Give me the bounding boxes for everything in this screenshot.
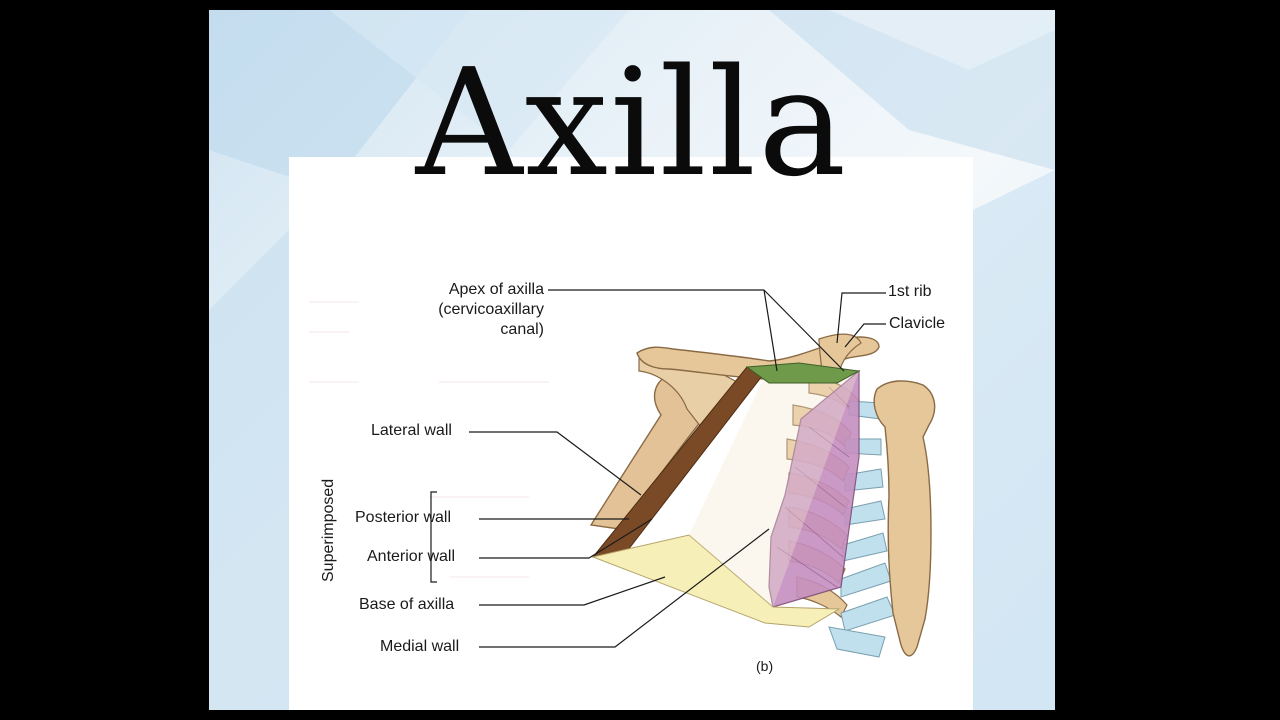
diagram-card: Apex of axilla (cervicoaxillary canal) 1… [289,157,973,710]
axilla-diagram [309,289,936,658]
anterior-wall-label: Anterior wall [367,548,456,565]
medial-wall-texture [776,386,850,588]
base-of-axilla-label: Base of axilla [359,596,455,613]
slide-title: Axilla [415,37,849,209]
sternum [873,380,936,657]
clavicle-label: Clavicle [889,315,946,332]
base-shape [591,534,841,628]
leader-lines [430,289,886,648]
slide: Apex of axilla (cervicoaxillary canal) 1… [209,10,1055,710]
apex-label-line3: canal) [500,321,544,338]
medial-wall-shape [768,369,860,608]
posterior-wall-label: Posterior wall [355,509,452,526]
apex-label: Apex of axilla (cervicoaxillary canal) [289,280,544,340]
lateral-wall-label: Lateral wall [371,422,452,439]
first-rib-label: 1st rib [888,283,932,300]
apex-shape [745,362,861,384]
anterior-wall-shape [689,367,859,607]
superimposed-label: Superimposed [320,478,337,582]
clavicle-bone [636,336,880,380]
panel-letter: (b) [756,658,774,674]
background-pattern [209,10,1055,710]
scan-texture [309,301,549,578]
apex-label-line1: Apex of axilla [448,281,544,298]
medial-wall-label: Medial wall [380,638,460,655]
apex-label-line2: (cervicoaxillary [438,301,544,318]
